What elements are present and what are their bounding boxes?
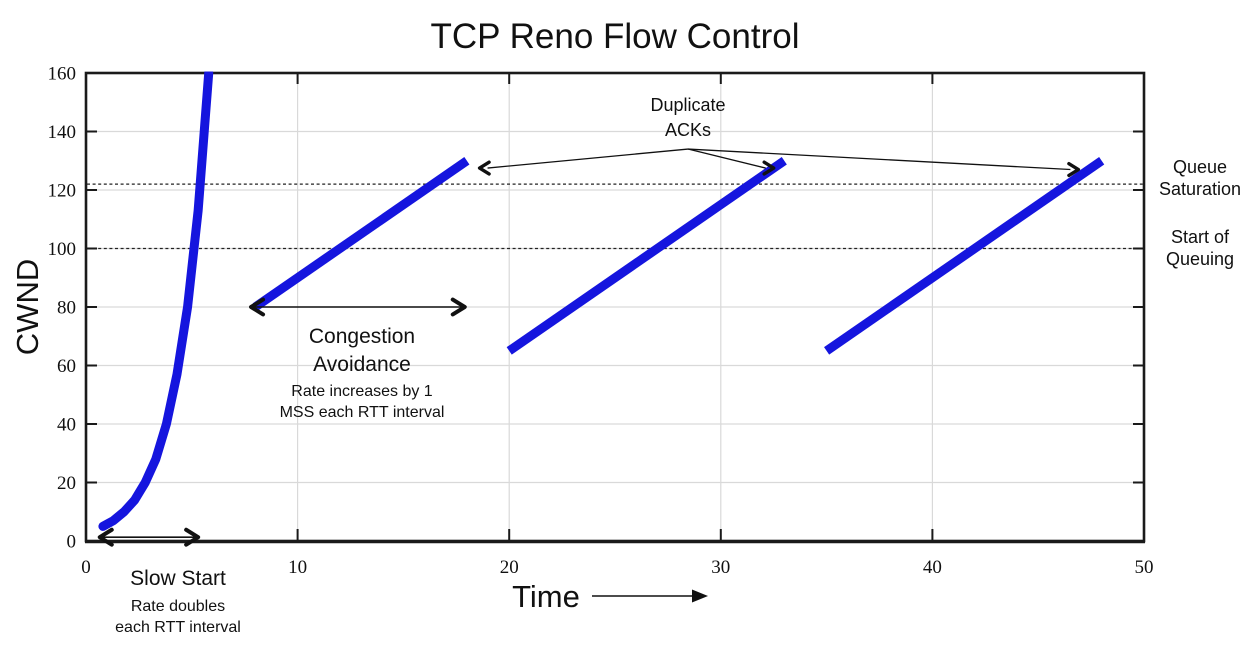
congestion-avoidance-1-line [252,157,470,311]
range-arrow-head-left-0 [97,527,114,547]
y-tick-label: 60 [57,356,76,377]
congestion-avoidance-annotation: MSS each RTT interval [280,404,445,421]
reference-label: Queue [1173,157,1227,177]
duplicate-acks-annotation: Duplicate [650,95,725,115]
y-tick-label: 120 [48,181,77,202]
pointer-arrow-line-2 [687,148,1071,171]
x-tick-label: 50 [1135,557,1154,578]
x-tick-label: 10 [288,557,307,578]
x-tick-label: 0 [81,557,91,578]
slow-start-annotation: each RTT interval [115,619,241,636]
pointer-arrow-head-2 [1067,161,1081,178]
y-tick-label: 20 [57,473,76,494]
congestion-avoidance-annotation: Avoidance [313,353,411,376]
time-arrow-head [692,589,708,603]
range-arrow-head-right-0 [184,527,201,547]
slow-start-annotation: Slow Start [130,567,226,590]
reference-label: Saturation [1159,179,1241,199]
slow-start-annotation: Rate doubles [131,598,225,615]
y-tick-label: 40 [57,415,76,436]
series-group [98,71,1105,531]
range-arrow-head-right-1 [450,297,467,317]
duplicate-acks-annotation: ACKs [665,120,711,140]
y-tick-label: 0 [67,532,77,553]
congestion-avoidance-annotation: Congestion [309,325,415,348]
reference-label: Queuing [1166,249,1234,269]
congestion-avoidance-annotation: Rate increases by 1 [291,383,433,400]
y-tick-label: 160 [48,64,77,85]
congestion-avoidance-3-line [824,157,1105,355]
y-tick-label: 100 [48,239,77,260]
y-tick-label: 140 [48,122,77,143]
reference-label: Start of [1171,227,1230,247]
x-tick-label: 20 [500,557,519,578]
pointer-arrow-head-1 [762,160,776,176]
pointer-arrow-line-1 [687,148,766,169]
y-tick-label: 80 [57,298,76,319]
pointer-arrow-head-0 [477,160,491,176]
congestion-avoidance-2-line [506,157,787,355]
pointer-arrow-line-0 [487,148,689,169]
chart-title: TCP Reno Flow Control [431,17,800,56]
y-axis-label: CWND [10,259,45,355]
x-tick-label: 30 [711,557,730,578]
range-arrow-head-left-1 [249,297,266,317]
slow-start-curve [98,71,214,531]
x-axis-label: Time [512,579,580,614]
x-tick-label: 40 [923,557,942,578]
